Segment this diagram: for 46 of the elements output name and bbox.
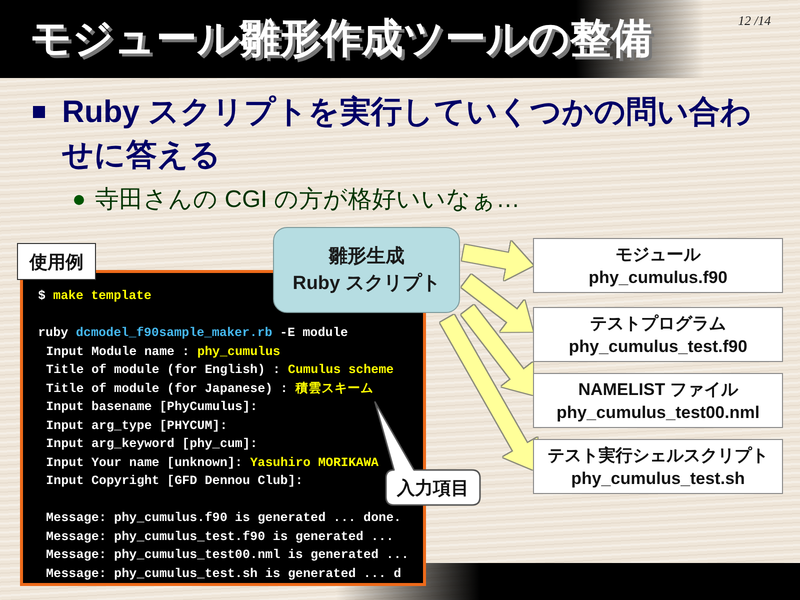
- terminal-text: $: [38, 289, 46, 303]
- file-type-label: モジュール: [616, 244, 700, 266]
- file-box: [533, 238, 783, 293]
- script-label: 雛形生成: [328, 245, 404, 269]
- block-arrow: [461, 305, 534, 395]
- entered-value: make template: [53, 289, 152, 303]
- bullet-text: Ruby スクリプトを実行していくつかの問い合わせに答える: [62, 93, 754, 174]
- terminal-text: Title of module (for Japanese) :: [46, 382, 288, 396]
- caption-tab: [17, 243, 96, 280]
- entered-value: 積雲スキーム: [295, 382, 374, 396]
- file-box: [533, 307, 783, 362]
- entered-value: Yasuhiro MORIKAWA: [250, 456, 379, 470]
- file-name: phy_cumulus_test.f90: [568, 336, 748, 358]
- terminal-text: Message: phy_cumulus_test.sh is generated ... d: [46, 566, 402, 580]
- terminal-text: Message: phy_cumulus.f90 is generated ... done.: [46, 511, 402, 525]
- callout-text: 入力項目: [396, 476, 470, 500]
- terminal-text: Message: phy_cumulus_test00.nml is generated ...: [46, 548, 409, 562]
- file-type-label: テストプログラム: [590, 312, 726, 334]
- terminal-text: Input Copyright [GFD Dennou Club]:: [46, 474, 303, 488]
- page-number: 12 /14: [738, 13, 771, 29]
- file-name: phy_cumulus_test.sh: [571, 468, 745, 490]
- file-type-label: テスト実行シェルスクリプト: [548, 444, 768, 466]
- terminal-text: Input arg_type [PHYCUM]:: [46, 418, 228, 432]
- terminal-text: ruby: [38, 326, 68, 340]
- terminal-text: -E module: [280, 326, 348, 340]
- block-arrow: [462, 274, 533, 334]
- file-name: phy_cumulus.f90: [588, 266, 728, 288]
- file-box: [533, 373, 783, 428]
- script-box: [273, 227, 460, 313]
- caption-text: 使用例: [30, 250, 84, 272]
- block-arrow: [462, 241, 534, 280]
- file-box: [533, 439, 783, 494]
- terminal-text: Input basename [PhyCumulus]:: [46, 400, 258, 414]
- terminal-text: Message: phy_cumulus_test.f90 is generated ...: [46, 530, 394, 544]
- terminal-text: Input Your name [unknown]:: [46, 456, 242, 470]
- script-filename: dcmodel_f90sample_maker.rb: [76, 326, 272, 340]
- file-name: phy_cumulus_test00.nml: [556, 402, 760, 424]
- terminal-text: Title of module (for English) :: [46, 363, 280, 377]
- script-label: Ruby スクリプト: [292, 272, 440, 296]
- sub-bullet-text: 寺田さんの CGI の方が格好いいなぁ…: [95, 185, 520, 215]
- slide-title: モジュール雛形作成ツールの整備: [30, 14, 652, 63]
- entered-value: phy_cumulus: [197, 344, 280, 358]
- file-type-label: NAMELIST ファイル: [578, 378, 738, 400]
- entered-value: Cumulus scheme: [288, 363, 394, 377]
- terminal-text: Input arg_keyword [phy_cum]:: [46, 437, 258, 451]
- terminal-text: Input Module name :: [46, 344, 190, 358]
